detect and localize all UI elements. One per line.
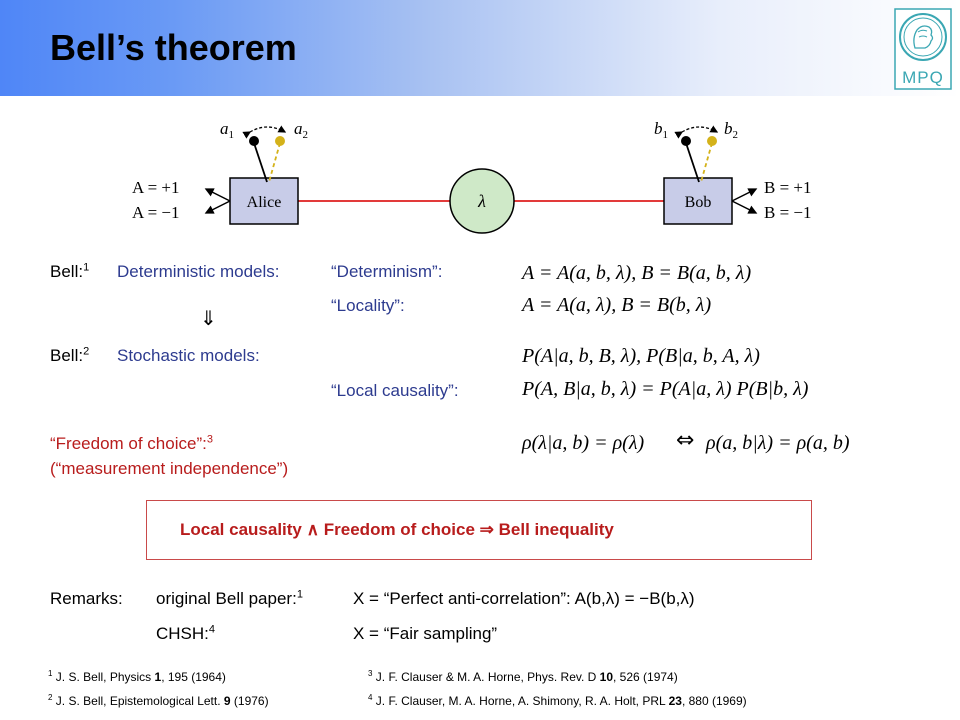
alice-setting-a2 <box>268 142 281 183</box>
B-plus-label: B = +1 <box>764 178 812 197</box>
A-minus-label: A = −1 <box>132 203 180 222</box>
bob-switch-arrow <box>674 125 719 139</box>
remark-fair-sampling: X = “Fair sampling” <box>353 624 498 643</box>
title-bar <box>0 0 960 96</box>
remark-original-paper: original Bell paper:1 <box>156 588 303 608</box>
alice-a2-knob <box>275 136 285 146</box>
conclusion-box <box>146 500 812 560</box>
bob-setting-b1 <box>685 142 700 183</box>
A-plus-label: A = +1 <box>132 178 180 197</box>
bob-b1-knob <box>681 136 691 146</box>
bob-output-up <box>731 188 758 202</box>
bell2-label: Bell:2 <box>50 345 90 365</box>
alice-switch-arrow <box>242 125 287 139</box>
alice-a1-knob <box>249 136 259 146</box>
alice-output-up <box>204 188 231 202</box>
a2-label: a2 <box>294 119 308 141</box>
bell-experiment-diagram: Alice λ Bob a1 a2 b1 b2 A = +1 A = −1 B … <box>132 119 812 234</box>
bell-inequality-conclusion: Local causality ∧ Freedom of choice ⇒ Be… <box>180 520 614 539</box>
stochastic-equation: P(A|a, b, B, λ), P(B|a, b, A, λ) <box>522 345 760 367</box>
slide-title: Bell’s theorem <box>50 27 297 68</box>
footnote-1: 1 J. S. Bell, Physics 1, 195 (1964) <box>48 669 226 685</box>
alice-setting-a1 <box>253 142 268 183</box>
b1-label: b1 <box>654 119 668 141</box>
deterministic-models: Deterministic models: <box>117 262 280 281</box>
determinism-equation: A = A(a, b, λ), B = B(a, b, λ) <box>522 262 752 284</box>
determinism-label: “Determinism”: <box>331 262 443 281</box>
alice-label: Alice <box>247 194 282 211</box>
mpq-logo: MPQ <box>894 8 952 90</box>
footnote-2: 2 J. S. Bell, Epistemological Lett. 9 (1… <box>48 693 269 709</box>
alice-box <box>229 177 299 225</box>
remarks-label: Remarks: <box>50 589 123 608</box>
stochastic-models: Stochastic models: <box>117 346 260 365</box>
lambda-source <box>449 168 515 234</box>
freedom-equation-left: ρ(λ|a, b) = ρ(λ) <box>522 432 645 454</box>
B-minus-label: B = −1 <box>764 203 812 222</box>
a1-label: a1 <box>220 119 234 141</box>
locality-label: “Locality”: <box>331 296 405 315</box>
freedom-of-choice-label: “Freedom of choice”:3 <box>50 433 213 453</box>
local-causality-label: “Local causality”: <box>331 381 459 400</box>
bob-label: Bob <box>685 194 712 211</box>
local-causality-equation: P(A, B|a, b, λ) = P(A|a, λ) P(B|b, λ) <box>522 378 809 400</box>
equivalence-arrow: ⇔ <box>676 428 695 453</box>
footnote-3: 3 J. F. Clauser & M. A. Horne, Phys. Rev… <box>368 669 678 685</box>
alice-output-down <box>204 200 231 214</box>
remark-chsh: CHSH:4 <box>156 623 216 643</box>
locality-equation: A = A(a, λ), B = B(b, λ) <box>522 294 712 316</box>
footnote-4: 4 J. F. Clauser, M. A. Horne, A. Shimony… <box>368 693 747 709</box>
bell1-label: Bell:1 <box>50 261 90 281</box>
b2-label: b2 <box>724 119 738 141</box>
bob-setting-b2 <box>700 142 713 183</box>
measurement-independence-label: (“measurement independence”) <box>50 459 289 478</box>
remark-anti-correlation: X = “Perfect anti-correlation”: A(b,λ) =… <box>353 589 695 608</box>
bob-output-down <box>731 200 758 214</box>
logo-text: MPQ <box>902 68 944 87</box>
bob-b2-knob <box>707 136 717 146</box>
freedom-equation-right: ρ(a, b|λ) = ρ(a, b) <box>706 432 850 454</box>
lambda-label: λ <box>477 191 486 211</box>
implies-down-arrow: ⇓ <box>200 308 217 330</box>
